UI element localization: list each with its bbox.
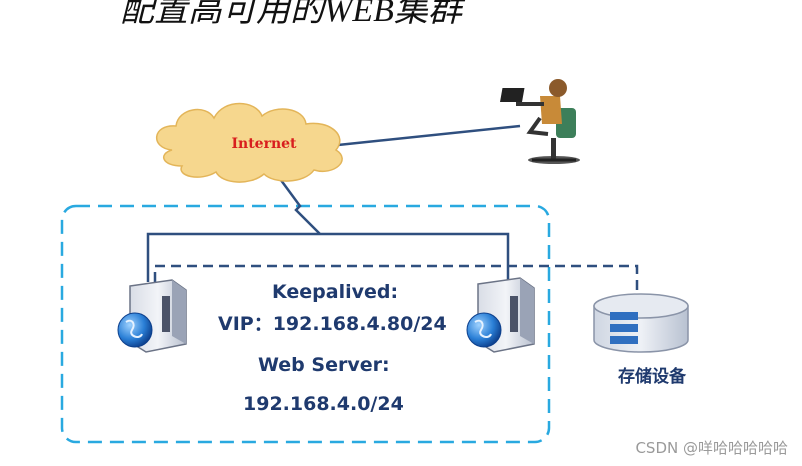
watermark: CSDN @咩哈哈哈哈哈 (635, 439, 788, 457)
storage-link (153, 264, 639, 300)
internet-to-user-link (337, 124, 521, 147)
vip-label: VIP：192.168.4.80/24 (218, 313, 447, 335)
cloud-label: Internet (231, 136, 297, 152)
lan-bus (146, 232, 510, 282)
globe-icon (117, 312, 153, 348)
internet-to-cluster-link (273, 171, 321, 235)
user-at-laptop-icon (500, 79, 580, 164)
globe-icon (466, 312, 502, 348)
storage-label: 存储设备 (618, 367, 686, 387)
page-title: 配置高可用的WEB集群 (120, 0, 462, 29)
cloud-icon (155, 102, 343, 183)
network-label: 192.168.4.0/24 (243, 393, 404, 415)
webserver-label: Web Server: (258, 354, 390, 376)
keepalived-label: Keepalived: (272, 281, 399, 303)
cluster-boundary (60, 204, 551, 444)
storage-icon (593, 293, 689, 353)
